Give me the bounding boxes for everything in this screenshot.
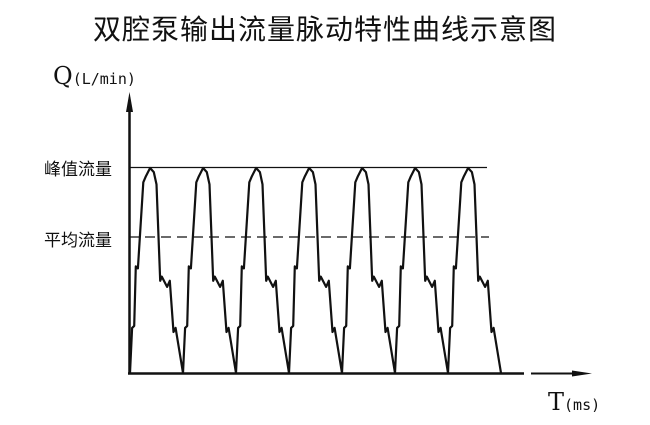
y-axis-unit: (L/min) <box>72 70 136 88</box>
diagram-title: 双腔泵输出流量脉动特性曲线示意图 <box>92 13 557 46</box>
average-flow-label: 平均流量 <box>44 231 112 251</box>
x-axis-label: T(ms) <box>548 388 600 416</box>
x-axis-symbol: T <box>548 388 565 416</box>
x-axis-unit: (ms) <box>564 396 601 414</box>
y-axis-label: Q(L/min) <box>53 62 136 90</box>
y-axis-arrow-icon <box>126 92 133 112</box>
peak-flow-label: 峰值流量 <box>44 160 112 180</box>
y-axis-symbol: Q <box>53 62 73 90</box>
flow-waveform <box>128 166 503 375</box>
x-axis-arrow-icon <box>572 370 592 377</box>
